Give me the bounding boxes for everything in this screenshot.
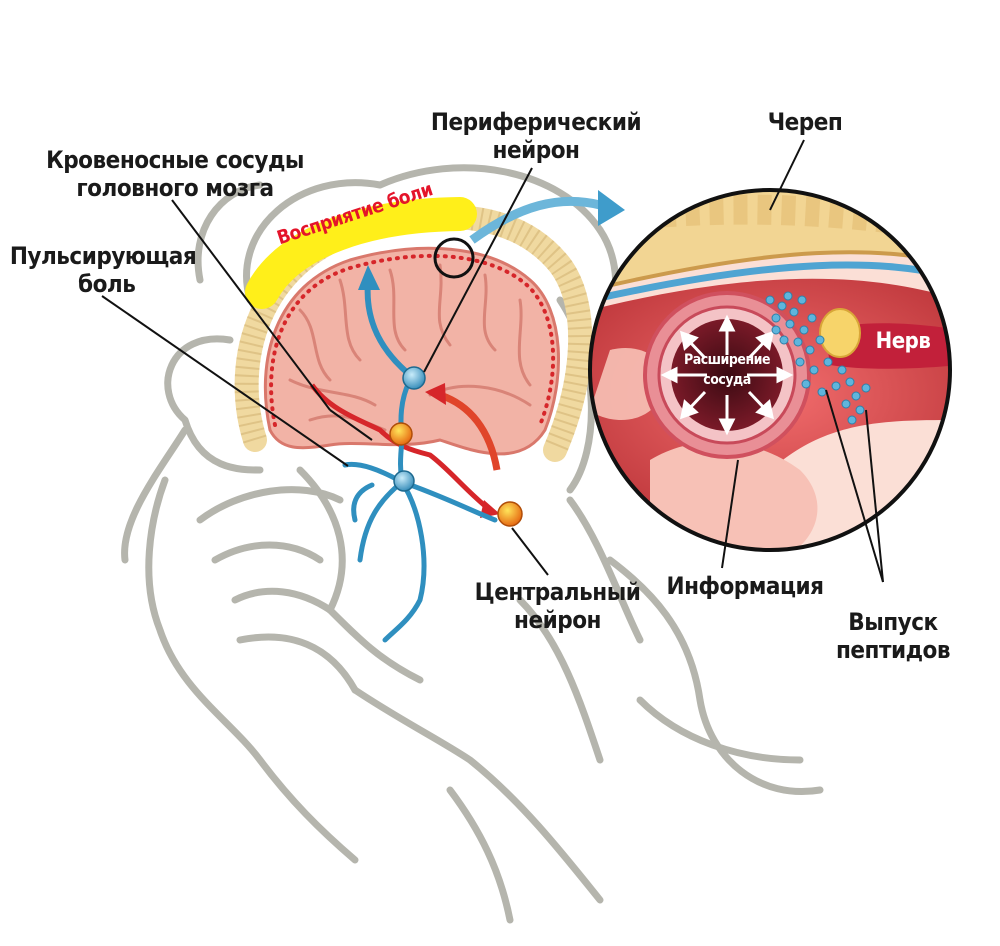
zoom-arrow: [469, 196, 602, 244]
zoom-source-circle: [433, 237, 475, 279]
zoom-circle-border: [588, 188, 952, 552]
pain-perception-band: [245, 197, 477, 309]
label-information: Информация: [666, 572, 824, 600]
zoom-view: [590, 190, 950, 550]
label-pulsating-pain: Пульсирующая боль: [9, 242, 197, 298]
label-nerve: Нерв: [875, 329, 931, 354]
blue-ascending-arrow: [364, 281, 412, 378]
label-peripheral-neuron: Периферический нейрон: [430, 108, 642, 164]
label-peptide-release: Выпуск пептидов: [835, 608, 951, 664]
blue-neuron-lower: [393, 470, 415, 492]
peripheral-neuron-node: [402, 366, 426, 390]
leader-lines: [101, 139, 884, 583]
peptide-dots: [765, 291, 871, 425]
label-blood-vessels: Кровеносные сосуды головного мозга: [46, 146, 304, 202]
brain: [263, 246, 561, 456]
central-neuron-upper: [389, 422, 413, 446]
label-central-neuron: Центральный нейрон: [474, 578, 641, 634]
dilation-arrows: [660, 314, 794, 436]
brain-gyri: [288, 263, 532, 432]
label-skull: Череп: [767, 108, 843, 136]
red-curved-arrow: [438, 391, 501, 471]
central-neuron-node: [497, 501, 523, 527]
label-vessel-dilation: Расширение сосуда: [683, 352, 771, 388]
